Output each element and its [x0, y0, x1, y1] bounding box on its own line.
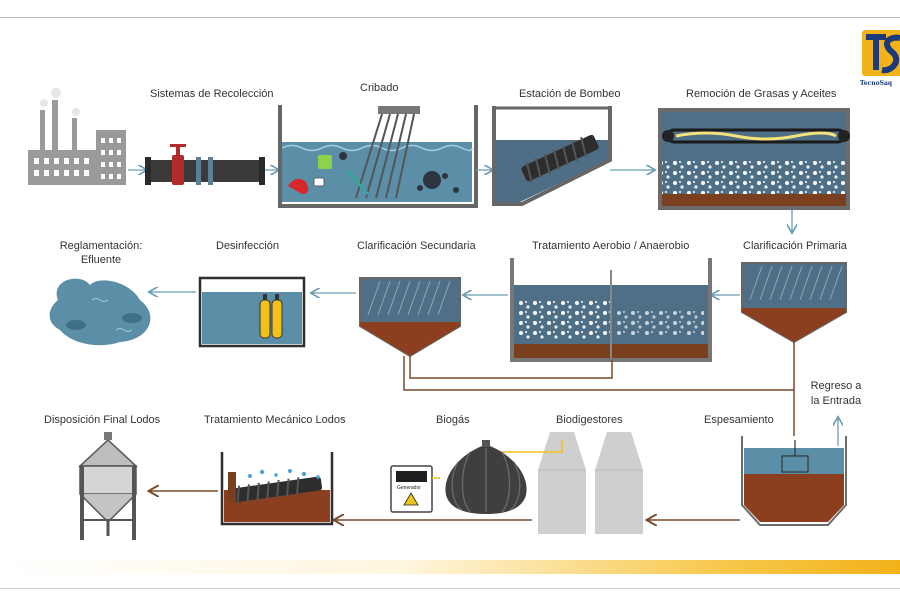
bottom-divider — [0, 588, 900, 589]
grease-removal-tank — [658, 108, 850, 210]
top-divider — [0, 17, 900, 18]
label-generador: Generador — [397, 485, 421, 491]
label-desinfeccion: Desinfección — [216, 240, 279, 252]
factory-icon — [28, 88, 126, 185]
label-reglamentacion: Reglamentación: Efluente — [58, 240, 144, 266]
brand-name: TecnoSaq — [860, 80, 893, 87]
label-secundaria: Clarificación Secundaria — [357, 240, 476, 252]
screening-tank — [278, 105, 478, 208]
label-primaria: Clarificación Primaria — [743, 240, 847, 252]
biodigesters — [538, 432, 643, 534]
label-regreso: Regreso a la Entrada — [810, 380, 862, 407]
secondary-clarifier — [359, 277, 461, 358]
label-regreso-line1: Regreso a — [810, 380, 862, 392]
aerobic-anaerobic-tank — [510, 258, 712, 362]
pumping-station — [492, 106, 612, 206]
label-cribado: Cribado — [360, 82, 399, 94]
label-recoleccion: Sistemas de Recolección — [150, 88, 274, 100]
brand-logo — [862, 30, 900, 76]
generator-box — [390, 465, 433, 513]
label-reglamentacion-line1: Reglamentación: — [59, 240, 143, 252]
mechanical-sludge-tank — [220, 452, 334, 526]
sludge-silo — [78, 432, 138, 540]
label-reglamentacion-line2: Efluente — [80, 254, 122, 266]
label-disposicion: Disposición Final Lodos — [44, 414, 161, 426]
effluent-puddle — [49, 278, 151, 346]
collection-pipe — [145, 144, 265, 185]
label-bombeo: Estación de Bombeo — [519, 88, 621, 100]
label-espesamiento: Espesamiento — [704, 414, 774, 426]
disinfection-tank — [198, 276, 306, 348]
primary-clarifier — [741, 262, 847, 344]
label-mecanico: Tratamiento Mecánico Lodos — [204, 414, 346, 426]
biogas-bag — [445, 440, 527, 514]
label-biogas: Biogás — [436, 414, 470, 426]
label-biodigestores: Biodigestores — [556, 414, 623, 426]
label-regreso-line2: la Entrada — [810, 395, 862, 407]
label-aerobio: Tratamiento Aerobio / Anaerobio — [532, 240, 690, 252]
label-grasas: Remoción de Grasas y Aceites — [686, 88, 837, 100]
footer-gradient-bar — [0, 560, 900, 574]
thickening-tank — [741, 436, 847, 526]
